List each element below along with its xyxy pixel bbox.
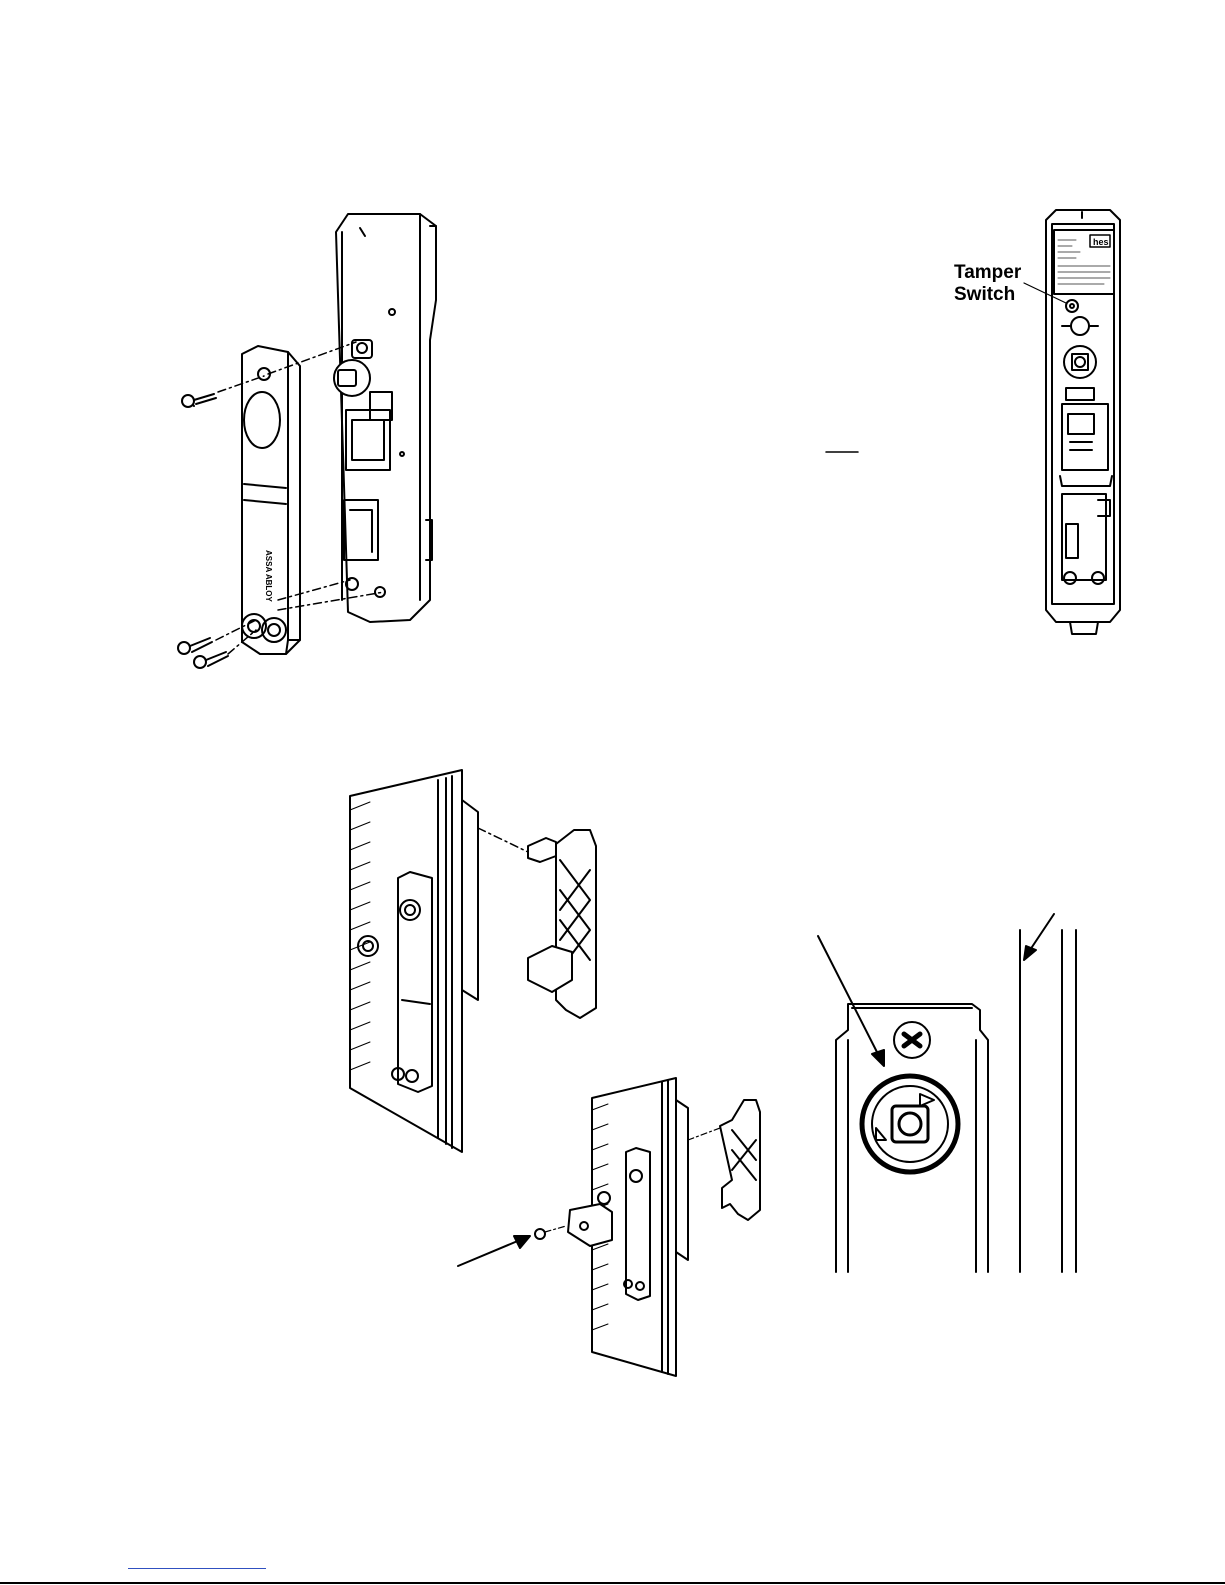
screw-icon [182, 394, 216, 407]
arrow-icon [818, 936, 884, 1066]
tamper-switch-callout: Tamper Switch [954, 262, 1021, 306]
screw-icon [535, 1229, 545, 1239]
cover-brand-text: ASSA ABLOY [264, 550, 273, 603]
screw-icon [178, 638, 212, 654]
arrow-icon [458, 1236, 530, 1266]
arrow-icon [1024, 914, 1054, 960]
footer-rule [0, 1582, 1225, 1584]
exploded-housing-figure: ASSA ABLOY [178, 214, 436, 668]
door-install-figure [350, 770, 760, 1376]
tamper-callout-line1: Tamper [954, 262, 1021, 284]
footer-link-underline[interactable] [128, 1568, 266, 1569]
tamper-callout-line2: Switch [954, 284, 1021, 306]
lever-bracket [528, 830, 596, 1018]
back-housing [334, 214, 436, 622]
hub-closeup-figure [818, 914, 1076, 1272]
screw-icon [194, 652, 228, 668]
label-brand-text: hes [1093, 237, 1109, 247]
